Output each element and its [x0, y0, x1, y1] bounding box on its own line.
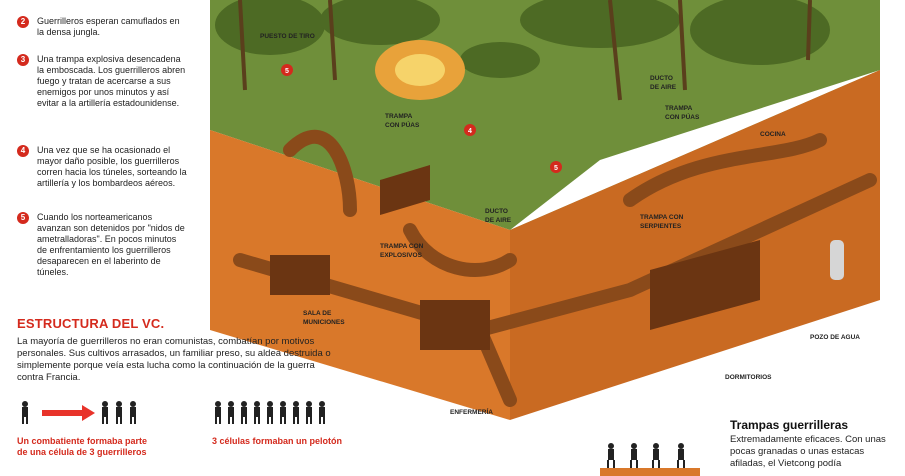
label-trampa-explosivos-a: TRAMPA CON	[380, 243, 424, 250]
svg-text:5: 5	[285, 68, 289, 75]
step-text: Una trampa explosiva desencadena la embo…	[37, 54, 186, 108]
label-trampa-puas-2b: CON PÚAS	[665, 112, 700, 121]
platoon-caption: 3 células formaban un pelotón	[212, 436, 343, 446]
arrow-right-icon	[42, 405, 95, 421]
earth-right-face	[510, 70, 880, 420]
traps-body: Extremadamente eficaces. Con unas pocas …	[730, 434, 886, 469]
water-well	[830, 240, 844, 280]
step-text: Guerrilleros esperan camuflados en la de…	[37, 16, 180, 37]
step-number-badge: 3	[17, 54, 29, 66]
dormitorios-room	[650, 240, 760, 330]
label-trampa-puas-1b: CON PÚAS	[385, 120, 420, 129]
marker-5-b: 5	[550, 161, 562, 173]
svg-text:4: 4	[468, 128, 472, 135]
label-trampa-serpientes-b: SERPIENTES	[640, 223, 682, 230]
label-pozo-agua: POZO DE AGUA	[810, 334, 860, 341]
soldier-group-icon	[102, 401, 136, 424]
structure-body: La mayoría de guerrilleros no eran comun…	[17, 336, 331, 383]
label-dormitorios: DORMITORIOS	[725, 374, 772, 381]
trampa-explosivos-pit	[380, 165, 430, 215]
label-sala-municiones-a: SALA DE	[303, 310, 332, 317]
guerrilla-trap-illustration	[600, 443, 700, 476]
sala-municiones-room	[270, 255, 330, 295]
traps-title: Trampas guerrilleras	[730, 418, 849, 432]
svg-text:5: 5	[554, 165, 558, 172]
step-number-badge: 4	[17, 145, 29, 157]
left-column: 2 Guerrilleros esperan camuflados en la …	[0, 0, 190, 476]
step-text: Una vez que se ha ocasionado el mayor da…	[37, 145, 187, 188]
label-sala-municiones-b: MUNICIONES	[303, 319, 345, 326]
label-ducto-aire-1a: DUCTO	[650, 75, 673, 82]
marker-4: 4	[464, 124, 476, 136]
label-puesto-tiro: PUESTO DE TIRO	[260, 33, 315, 40]
label-cocina: COCINA	[760, 131, 786, 138]
label-trampa-serpientes-a: TRAMPA CON	[640, 214, 684, 221]
marker-5-a: 5	[281, 64, 293, 76]
structure-title: ESTRUCTURA DEL VC.	[17, 316, 165, 331]
label-ducto-aire-2a: DUCTO	[485, 208, 508, 215]
soldier-platoon-icon	[215, 401, 325, 424]
label-ducto-aire-2b: DE AIRE	[485, 217, 512, 224]
platoon-diagram	[215, 401, 325, 424]
step-number-badge: 2	[17, 16, 29, 28]
jungle-surface	[210, 0, 880, 230]
enfermeria-room	[420, 300, 490, 350]
tunnel-cutaway-illustration: 5 4 5 PUESTO DE TIRO TRAMPA CON PÚAS DUC…	[210, 0, 880, 420]
soldier-icon	[22, 401, 28, 424]
cell-caption: Un combatiente formaba parte de una célu…	[17, 436, 148, 457]
label-trampa-explosivos-b: EXPLOSIVOS	[380, 252, 423, 259]
label-trampa-puas-1a: TRAMPA	[385, 113, 413, 120]
label-enfermeria: ENFERMERÍA	[450, 407, 493, 416]
step-number-badge: 5	[17, 212, 29, 224]
step-text: Cuando los norteamericanos avanzan son d…	[37, 212, 185, 277]
label-trampa-puas-2a: TRAMPA	[665, 105, 693, 112]
label-ducto-aire-1b: DE AIRE	[650, 84, 677, 91]
cell-diagram	[22, 401, 136, 424]
